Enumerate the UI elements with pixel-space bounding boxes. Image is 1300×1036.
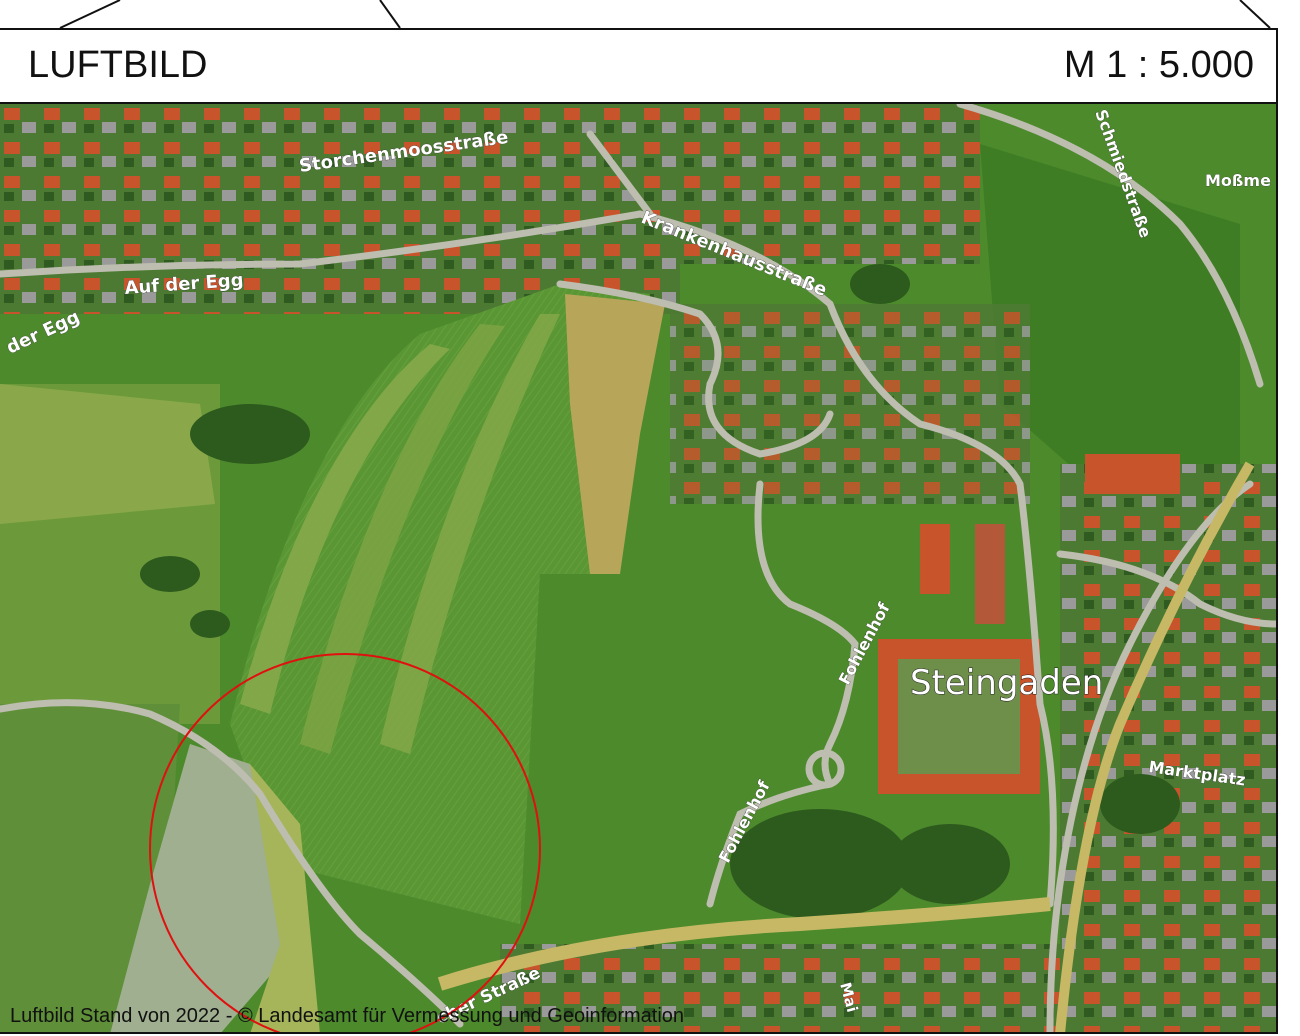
light-strip bbox=[250, 764, 320, 1032]
west-yellow-field bbox=[0, 384, 215, 524]
roads bbox=[0, 104, 1276, 1032]
hay-field bbox=[565, 294, 665, 574]
monastery-wing-north bbox=[920, 524, 950, 594]
map-title: LUFTBILD bbox=[28, 44, 208, 86]
northeast-settlement bbox=[680, 104, 980, 264]
hay-strip-1 bbox=[240, 344, 450, 714]
monastery-courtyard bbox=[880, 644, 1040, 794]
label-steingaden: Steingaden bbox=[910, 663, 1103, 703]
roundabout bbox=[805, 749, 845, 789]
project-area-circle[interactable] bbox=[149, 653, 541, 1034]
main-street-east bbox=[1055, 461, 1255, 1032]
main-street-south bbox=[437, 897, 1051, 991]
east-meadow bbox=[980, 144, 1240, 474]
top-frame-edge bbox=[59, 0, 1271, 28]
gray-test-field bbox=[110, 744, 290, 1032]
map-frame: LUFTBILD M 1 : 5.000 bbox=[0, 28, 1278, 1034]
monastery-building bbox=[878, 639, 1040, 794]
barn-east bbox=[1085, 454, 1180, 494]
south-town bbox=[500, 944, 1060, 1032]
hay-strip-2 bbox=[300, 324, 505, 754]
title-bar: LUFTBILD M 1 : 5.000 bbox=[0, 30, 1276, 104]
map-scale: M 1 : 5.000 bbox=[1063, 44, 1254, 86]
aerial-photo[interactable]: Storchenmoosstraße Krankenhausstraße Auf… bbox=[0, 104, 1276, 1034]
central-houses bbox=[670, 304, 1030, 504]
north-settlement bbox=[0, 104, 680, 314]
imagery-credit: Luftbild Stand von 2022 - © Landesamt fü… bbox=[10, 1005, 685, 1027]
tree-clusters bbox=[140, 264, 1180, 919]
label-mossm: Moßme bbox=[1205, 171, 1271, 190]
hay-strip-3 bbox=[380, 314, 560, 754]
aerial-map-svg: Storchenmoosstraße Krankenhausstraße Auf… bbox=[0, 104, 1276, 1034]
monastery-wing-east bbox=[975, 524, 1005, 624]
